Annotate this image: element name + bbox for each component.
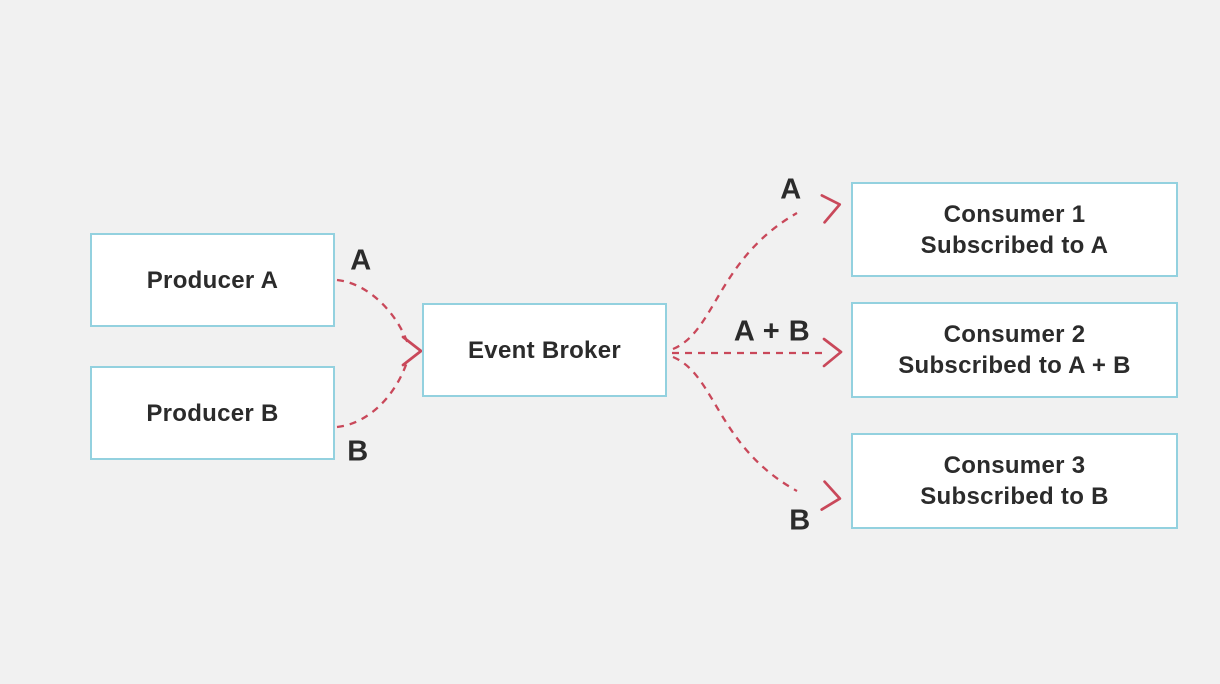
consumer-2-subscription: Subscribed to A + B [898,352,1131,379]
producer-b-label: Producer B [146,399,279,427]
consumer-2-box: Consumer 2 Subscribed to A + B [851,302,1178,398]
broker-to-consumer3-arrow [672,355,798,493]
consumer2-arrowhead-icon [822,337,843,368]
consumer3-arrowhead-icon [820,480,842,511]
edge-label-consumer-3: B [789,504,811,537]
consumer-1-name: Consumer 1 [943,200,1086,228]
consumer-3-name: Consumer 3 [943,452,1086,479]
consumer-1-box: Consumer 1 Subscribed to A [851,182,1178,277]
producer-b-box: Producer B [90,366,335,460]
edge-label-consumer-2: A + B [733,315,811,348]
consumer-1-subscription: Subscribed to A [920,231,1109,259]
consumer-3-box: Consumer 3 Subscribed to B [851,433,1178,529]
consumer-2-name: Consumer 2 [943,321,1086,348]
producer-a-label: Producer A [146,266,279,294]
broker-arrowhead-icon [401,335,423,367]
producer-a-box: Producer A [90,233,335,327]
consumer1-arrowhead-icon [820,194,842,224]
edge-label-producer-b: B [347,435,369,468]
event-broker-label: Event Broker [468,336,621,364]
edge-label-consumer-1: A [780,173,802,206]
event-broker-box: Event Broker [422,303,667,397]
consumer-3-subscription: Subscribed to B [920,483,1109,510]
producer-a-to-broker-arrow [336,278,410,345]
edge-label-producer-a: A [350,244,372,277]
producer-b-to-broker-arrow [336,358,410,429]
